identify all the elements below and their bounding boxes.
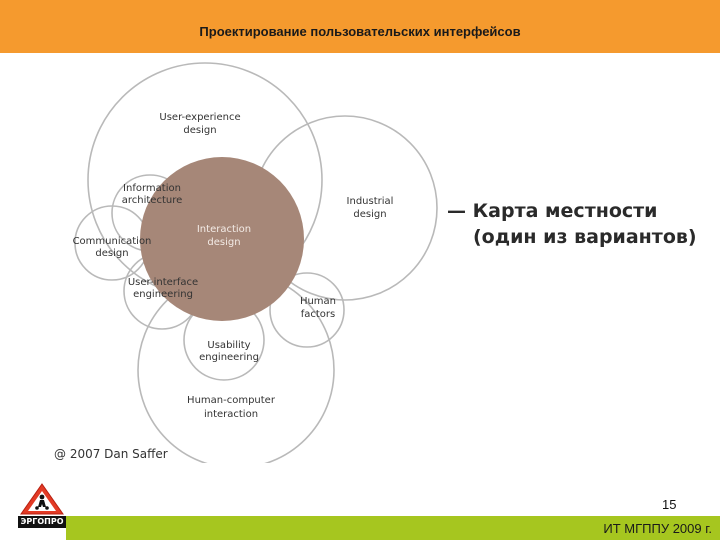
slide-title: Проектирование пользовательских интерфей… [199,24,521,39]
uie-label-1: User-interface [128,277,198,288]
uie-label-2: engineering [133,289,193,300]
usability-label-2: engineering [199,352,259,363]
interaction-design-circle [140,157,304,321]
page-number: 15 [662,497,677,512]
comm-label-1: Communication [73,236,152,247]
copyright-credit: @ 2007 Dan Saffer [54,447,168,461]
caption-line-2: (один из вариантов) [473,226,697,248]
interaction-label-1: Interaction [197,224,251,235]
hci-label-2: interaction [204,409,258,420]
caption-line-1: — Карта местности [447,200,658,222]
ux-label-1: User-experience [159,112,240,123]
warning-triangle-icon [20,483,64,515]
header-bar: Проектирование пользовательских интерфей… [0,0,720,53]
footer-bar: ИТ МГППУ 2009 г. [66,516,720,540]
interaction-label-2: design [207,237,240,248]
caption: — Карта местности (один из вариантов) [447,198,697,250]
human-label-1: Human [300,296,336,307]
disciplines-venn-diagram: User-experience design Industrial design… [73,62,438,463]
logo-text: ЭРГОПРО [18,516,66,528]
ux-label-2: design [183,125,216,136]
human-label-2: factors [301,309,336,320]
footer-org: ИТ МГППУ 2009 г. [603,521,712,536]
ergopro-logo: ЭРГОПРО [18,482,66,532]
industrial-label-2: design [353,209,386,220]
hci-label-1: Human-computer [187,395,276,406]
info-label-2: architecture [122,195,183,206]
usability-label-1: Usability [207,340,250,351]
industrial-label-1: Industrial [347,196,394,207]
human-factors-circle [269,272,345,348]
info-label-1: Information [123,183,181,194]
comm-label-2: design [95,248,128,259]
